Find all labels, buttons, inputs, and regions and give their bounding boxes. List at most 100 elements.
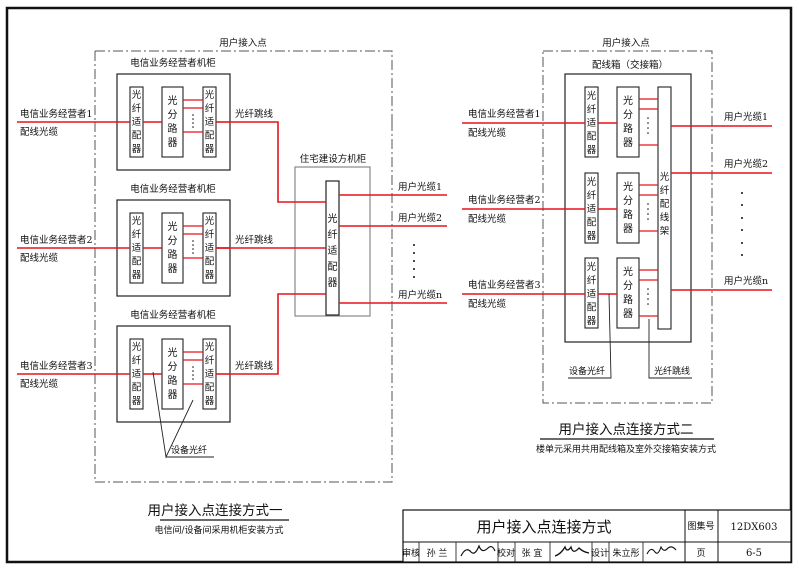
splitter-char: 器 bbox=[168, 137, 178, 149]
d2-feeder-cable-label: 配线光缆 bbox=[468, 127, 507, 139]
ellipsis-dot bbox=[192, 374, 194, 376]
splitter-char: 分 bbox=[168, 109, 178, 121]
d2-operator-name: 电信业务经营者1 bbox=[468, 108, 541, 120]
ellipsis-dot bbox=[192, 114, 194, 116]
ellipsis-dot bbox=[192, 122, 194, 124]
d2-optical-splitter bbox=[616, 172, 640, 244]
builder-adapter-char: 适 bbox=[328, 245, 338, 257]
adapter-char: 纤 bbox=[132, 229, 142, 241]
adapter-char: 光 bbox=[132, 341, 142, 353]
splitter-char: 器 bbox=[168, 389, 178, 401]
splitter-char: 光 bbox=[168, 220, 178, 233]
d1-access-point-boundary bbox=[94, 50, 393, 122]
frame-char: 配 bbox=[660, 199, 670, 210]
feeder-cable-label: 配线光缆 bbox=[20, 126, 59, 138]
adapter-char: 光 bbox=[132, 89, 142, 101]
ellipsis-dot bbox=[647, 208, 649, 210]
operator-name: 电信业务经营者2 bbox=[20, 234, 93, 246]
d2-operator-name: 电信业务经营者2 bbox=[468, 194, 541, 206]
d2-access-point-boundary bbox=[542, 50, 713, 404]
builder-cabinet bbox=[294, 166, 371, 317]
design-label: 设计 bbox=[591, 547, 609, 559]
adapter-char: 器 bbox=[205, 144, 215, 155]
ellipsis-dot bbox=[647, 132, 649, 134]
operator-cabinet-label: 电信业务经营者机柜 bbox=[130, 309, 216, 321]
d2-box-label: 配线箱（交接箱） bbox=[592, 59, 668, 71]
d2-fiber-adapter bbox=[584, 172, 599, 244]
ellipsis-dot bbox=[192, 244, 194, 246]
d1-equipment-fiber-label: 设备光纤 bbox=[171, 444, 207, 456]
d2-user-cable-label: 用户光缆n bbox=[724, 275, 768, 287]
frame-char: 线 bbox=[660, 212, 670, 224]
d2-fiber-adapter bbox=[584, 86, 599, 158]
builder-cabinet-label: 住宅建设方机柜 bbox=[300, 153, 367, 165]
d2-equipment-fiber-leader bbox=[568, 293, 612, 379]
distribution-box bbox=[564, 73, 692, 343]
reviewer-signature bbox=[460, 544, 496, 557]
frame-char: 架 bbox=[660, 226, 670, 237]
ellipsis-dot bbox=[192, 370, 194, 372]
splitter-char: 光 bbox=[623, 180, 633, 193]
d1-caption-sub: 电信间/设备间采用机柜安装方式 bbox=[154, 524, 283, 536]
builder-adapter-char: 光 bbox=[328, 212, 338, 225]
ellipsis-dot bbox=[647, 122, 649, 124]
d2-user-cable-label: 用户光缆2 bbox=[724, 158, 768, 170]
adapter-char: 纤 bbox=[132, 355, 142, 367]
splitter-char: 路 bbox=[168, 248, 178, 261]
adapter-char: 适 bbox=[132, 117, 142, 128]
adapter-char: 光 bbox=[132, 215, 142, 227]
adapter-char: 配 bbox=[205, 131, 215, 142]
review-label: 审核 bbox=[402, 547, 420, 559]
drawing-frame bbox=[5, 6, 793, 564]
adapter-char: 光 bbox=[587, 261, 597, 273]
ellipsis-dot bbox=[192, 378, 194, 380]
d2-operator-name: 电信业务经营者3 bbox=[468, 279, 541, 291]
adapter-char: 适 bbox=[132, 369, 142, 380]
splitter-char: 路 bbox=[623, 122, 633, 135]
ellipsis-dot bbox=[192, 126, 194, 128]
adapter-char: 器 bbox=[132, 144, 142, 155]
adapter-char: 配 bbox=[587, 218, 597, 229]
user-cable-label: 用户光缆1 bbox=[398, 181, 442, 193]
adapter-char: 器 bbox=[132, 270, 142, 281]
page-number: 6-5 bbox=[746, 548, 762, 559]
adapter-char: 器 bbox=[132, 396, 142, 407]
d2-ellipsis-dots bbox=[741, 192, 743, 256]
adapter-char: 光 bbox=[587, 90, 597, 102]
ellipsis-dot bbox=[647, 298, 649, 300]
diagram-1: 用户接入点 电信业务经营者机柜光纤适配器光分路器光纤适配器电信业务经营者1配线光… bbox=[17, 37, 447, 536]
atlas-number: 12DX603 bbox=[731, 522, 778, 533]
patch-cord-label: 光纤跳线 bbox=[235, 360, 274, 372]
ellipsis-dot bbox=[647, 218, 649, 220]
ellipsis-dot bbox=[647, 127, 649, 129]
adapter-char: 配 bbox=[132, 131, 142, 142]
splitter-char: 光 bbox=[623, 265, 633, 278]
d2-optical-splitter bbox=[616, 86, 640, 158]
adapter-char: 适 bbox=[587, 118, 597, 129]
adapter-char: 适 bbox=[205, 369, 215, 380]
d1-access-point-label: 用户接入点 bbox=[219, 37, 267, 49]
operator-cabinet-label: 电信业务经营者机柜 bbox=[130, 57, 216, 69]
adapter-char: 配 bbox=[587, 303, 597, 314]
adapter-char: 适 bbox=[205, 117, 215, 128]
adapter-char: 适 bbox=[587, 204, 597, 215]
adapter-char: 适 bbox=[587, 289, 597, 300]
d2-equipment-fiber-label: 设备光纤 bbox=[569, 365, 605, 377]
patch-cord-1 bbox=[230, 121, 326, 203]
ellipsis-dot bbox=[192, 366, 194, 368]
adapter-char: 纤 bbox=[587, 275, 597, 287]
drawing-title: 用户接入点连接方式 bbox=[476, 518, 611, 536]
builder-adapter-char: 器 bbox=[328, 277, 338, 289]
ellipsis-dot bbox=[192, 248, 194, 250]
d1-ellipsis-dots bbox=[413, 244, 415, 278]
ellipsis-dot bbox=[192, 240, 194, 242]
feeder-cable-label: 配线光缆 bbox=[20, 252, 59, 264]
splitter-char: 分 bbox=[623, 195, 633, 207]
designer-signature bbox=[646, 545, 677, 555]
ellipsis-dot bbox=[647, 117, 649, 119]
checker-name: 张 宜 bbox=[522, 547, 543, 559]
